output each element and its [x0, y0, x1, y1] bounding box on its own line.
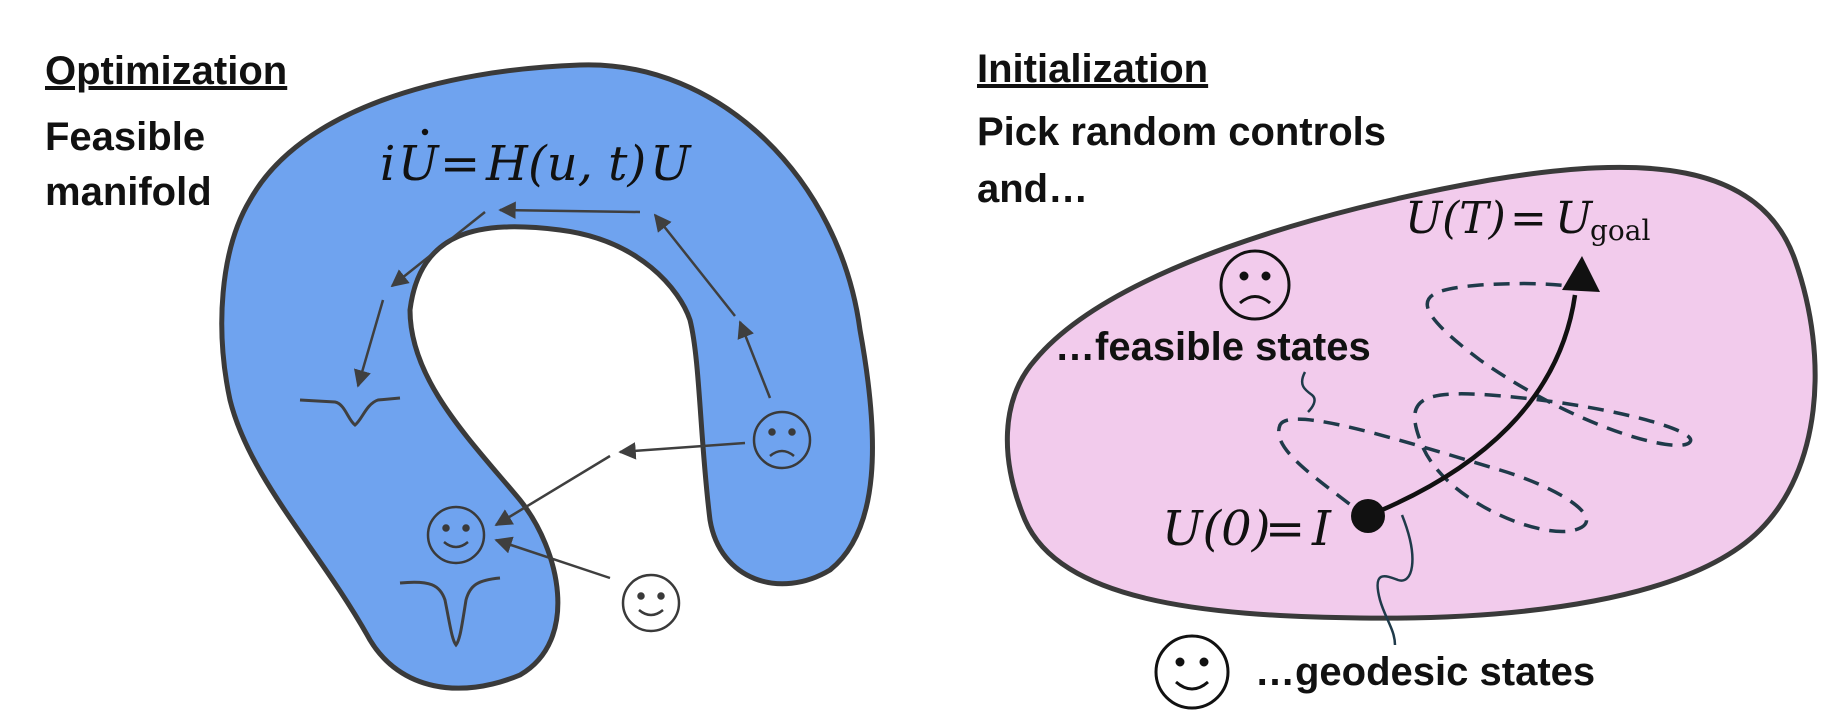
start-dot-icon: [1351, 499, 1385, 533]
feasible-subheading-line1: Feasible: [45, 115, 205, 159]
geodesic-path: [1369, 294, 1578, 518]
goal-subscript: goal: [1590, 214, 1650, 247]
start-equals: =: [1265, 501, 1305, 557]
geodesic-states-label: …geodesic states: [1255, 650, 1595, 694]
eq-U-dot: U: [398, 136, 440, 192]
goal-equation: U(T) = U goal: [1405, 193, 1650, 247]
geodesic-squiggle-connector: [1376, 514, 1414, 646]
initialization-subheading-line2: and…: [977, 167, 1088, 211]
random-trajectory-path: [1276, 281, 1693, 534]
feasible-squiggle-connector: [1300, 371, 1316, 413]
deep-dip-curve-icon: [399, 576, 501, 648]
arrow-segment: [494, 536, 611, 580]
goal-U: U: [1555, 193, 1594, 244]
shallow-dip-curve-icon: [299, 396, 401, 427]
arrow-segment: [494, 454, 611, 527]
schrodinger-equation: i U = H (u, t) U: [380, 128, 692, 192]
arrow-segment: [498, 201, 641, 219]
arrow-segment: [653, 213, 736, 317]
start-equation: U(0) = I: [1162, 501, 1332, 557]
eq-i: i: [380, 136, 395, 192]
happy-face-outside-icon: [621, 573, 681, 633]
arrow-segment: [737, 320, 772, 399]
happy-face-icon: [1154, 634, 1230, 710]
eq-H: H: [485, 136, 529, 192]
initialization-subheading-line1: Pick random controls: [977, 110, 1386, 154]
arrow-segment: [390, 211, 486, 288]
dot-accent-icon: [421, 128, 429, 136]
initialization-heading: Initialization: [977, 47, 1208, 91]
feasible-states-label: …feasible states: [1055, 325, 1371, 369]
eq-U-rhs: U: [650, 136, 692, 192]
sad-face-icon: [752, 410, 812, 470]
right-panel: Initialization Pick random controls and……: [977, 47, 1818, 710]
happy-face-icon: [426, 505, 486, 565]
sad-face-icon: [1219, 249, 1291, 321]
eq-equals: =: [440, 136, 480, 192]
feasible-subheading-line2: manifold: [45, 170, 212, 214]
start-I: I: [1311, 501, 1332, 557]
goal-arrowhead-icon: [1562, 256, 1600, 292]
optimization-heading: Optimization: [45, 49, 287, 93]
goal-lhs: U(T): [1405, 193, 1506, 244]
feasible-manifold-shape: [219, 62, 875, 691]
left-panel: Optimization Feasible manifold i U = H (…: [45, 49, 875, 691]
start-lhs: U(0): [1162, 501, 1270, 557]
arrow-segment: [618, 441, 746, 460]
arrow-segment: [353, 299, 385, 388]
manifold-path-arrows: [353, 201, 772, 580]
feasible-region-shape: [1004, 164, 1818, 621]
eq-args: (u, t): [528, 136, 646, 192]
goal-equals: =: [1510, 193, 1547, 244]
